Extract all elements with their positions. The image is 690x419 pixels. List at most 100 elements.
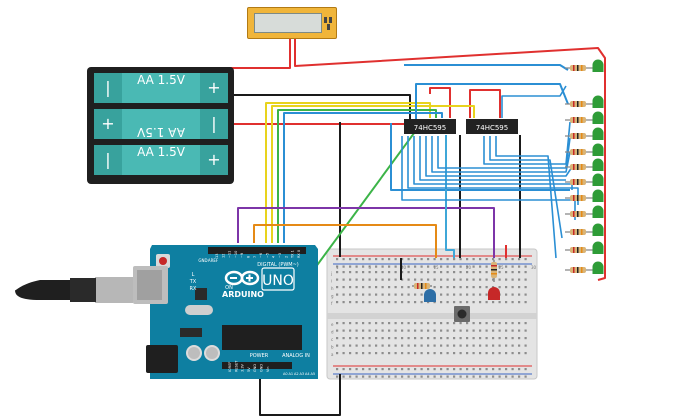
breadboard-hole xyxy=(498,265,501,268)
breadboard-hole xyxy=(420,271,423,274)
breadboard-hole xyxy=(420,368,423,371)
power-pin-label: GND xyxy=(253,364,257,372)
breadboard-hole xyxy=(349,375,352,378)
breadboard-hole xyxy=(362,322,365,325)
breadboard-hole xyxy=(401,375,404,378)
resistor-bb-1 xyxy=(412,283,432,289)
breadboard-hole xyxy=(394,301,397,304)
breadboard-hole xyxy=(401,352,404,355)
breadboard-hole xyxy=(492,278,495,281)
breadboard-hole xyxy=(524,344,527,347)
power-pin-label: 5V xyxy=(247,367,251,372)
breadboard-hole xyxy=(420,258,423,261)
breadboard-hole xyxy=(524,258,527,261)
breadboard-hole xyxy=(524,352,527,355)
breadboard-hole xyxy=(407,344,410,347)
led-resistor-pair xyxy=(565,261,604,274)
breadboard-hole xyxy=(498,375,501,378)
breadboard-hole xyxy=(498,271,501,274)
breadboard-hole xyxy=(375,258,378,261)
cell-1-right-terminal: + xyxy=(200,73,228,103)
digital-pin-label: ~3 xyxy=(278,253,282,258)
lcd-screen xyxy=(254,13,322,33)
breadboard-hole xyxy=(388,271,391,274)
breadboard-hole xyxy=(355,293,358,296)
breadboard-hole xyxy=(388,286,391,289)
breadboard-hole xyxy=(485,271,488,274)
breadboard-hole xyxy=(433,375,436,378)
breadboard-hole xyxy=(362,344,365,347)
breadboard-hole xyxy=(427,344,430,347)
breadboard-hole xyxy=(420,352,423,355)
breadboard-hole xyxy=(459,271,462,274)
breadboard-hole xyxy=(362,293,365,296)
breadboard-hole xyxy=(349,286,352,289)
breadboard-hole xyxy=(407,278,410,281)
breadboard-hole xyxy=(511,293,514,296)
breadboard-hole xyxy=(388,329,391,332)
breadboard-hole xyxy=(355,286,358,289)
breadboard-hole xyxy=(453,258,456,261)
digital-label: DIGITAL (PWM~) xyxy=(257,262,299,268)
breadboard-hole xyxy=(472,337,475,340)
breadboard-hole xyxy=(446,293,449,296)
breadboard-hole xyxy=(414,375,417,378)
breadboard-hole xyxy=(511,271,514,274)
breadboard-hole xyxy=(446,329,449,332)
wire-blue-2 xyxy=(390,123,570,191)
wire-purple xyxy=(237,207,495,258)
breadboard-hole xyxy=(336,344,339,347)
breadboard-hole xyxy=(342,344,345,347)
breadboard-hole xyxy=(479,265,482,268)
column-number: 30 xyxy=(531,265,537,270)
breadboard-hole xyxy=(453,352,456,355)
breadboard-hole xyxy=(349,337,352,340)
breadboard-hole xyxy=(433,258,436,261)
breadboard-hole xyxy=(342,271,345,274)
breadboard-hole xyxy=(420,322,423,325)
breadboard-hole xyxy=(505,265,508,268)
breadboard-hole xyxy=(342,293,345,296)
breadboard-hole xyxy=(524,329,527,332)
row-letter: b xyxy=(331,345,334,350)
breadboard-hole xyxy=(420,375,423,378)
breadboard-hole xyxy=(479,329,482,332)
breadboard-hole xyxy=(466,258,469,261)
breadboard-hole xyxy=(414,293,417,296)
breadboard-hole xyxy=(518,278,521,281)
breadboard-hole xyxy=(368,278,371,281)
breadboard-hole xyxy=(394,278,397,281)
breadboard-hole xyxy=(401,293,404,296)
breadboard-hole xyxy=(342,337,345,340)
breadboard-hole xyxy=(511,258,514,261)
push-button[interactable] xyxy=(454,306,470,322)
analog-pin-label: A5 xyxy=(311,372,316,376)
breadboard-hole xyxy=(381,368,384,371)
digital-pin-label: 8 xyxy=(247,256,251,258)
breadboard-hole xyxy=(342,352,345,355)
breadboard-hole xyxy=(518,258,521,261)
breadboard-hole xyxy=(505,368,508,371)
breadboard-hole xyxy=(414,329,417,332)
breadboard-hole xyxy=(459,293,462,296)
digital-pin-label: 2 xyxy=(284,256,288,258)
analog-pin-label: A2 xyxy=(294,372,299,376)
breadboard-hole xyxy=(342,265,345,268)
breadboard-hole xyxy=(466,265,469,268)
breadboard-hole xyxy=(368,301,371,304)
breadboard-hole xyxy=(427,265,430,268)
breadboard-hole xyxy=(492,337,495,340)
aref-label: AREF xyxy=(208,258,219,263)
tx-label: TX xyxy=(189,279,197,285)
breadboard-hole xyxy=(472,286,475,289)
row-letter: a xyxy=(331,352,334,357)
power-label: POWER xyxy=(250,353,269,359)
breadboard-hole xyxy=(433,368,436,371)
wire-red-chip-a xyxy=(429,87,451,118)
shift-register-2: 74HC595 xyxy=(466,119,518,134)
breadboard-hole xyxy=(485,258,488,261)
lcd-pin xyxy=(329,17,332,23)
breadboard-hole xyxy=(498,352,501,355)
